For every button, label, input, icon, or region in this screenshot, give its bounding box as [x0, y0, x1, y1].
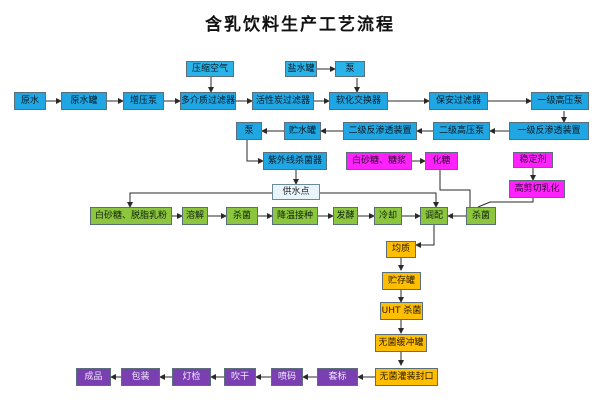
node-storage-tank: 贮水罐 — [284, 122, 321, 140]
node-uv-sterilizer: 紫外线杀菌器 — [263, 152, 327, 170]
node-aseptic-filling: 无菌灌装封口 — [375, 368, 438, 386]
node-secondary-hp-pump: 二级高压泵 — [433, 122, 490, 140]
node-primary-ro: 一级反渗透装置 — [509, 122, 589, 140]
node-high-shear-emulsify: 高剪切乳化 — [509, 180, 565, 198]
node-pump-brine: 泵 — [335, 61, 365, 77]
node-sugar-syrup: 白砂糖、糖浆 — [346, 152, 412, 170]
node-raw-water-tank: 原水罐 — [61, 92, 107, 110]
node-blend: 调配 — [420, 207, 448, 225]
node-multimedia-filter: 多介质过滤器 — [180, 92, 236, 110]
node-stabilizer: 稳定剂 — [513, 152, 553, 168]
node-inkjet-coding: 喷码 — [271, 368, 303, 386]
node-sterilize-2: 杀菌 — [466, 207, 496, 225]
node-security-filter: 保安过滤器 — [429, 92, 488, 110]
node-compressed-air: 压缩空气 — [186, 61, 234, 77]
node-supply-point: 供水点 — [272, 184, 320, 200]
node-softener: 软化交换器 — [329, 92, 388, 110]
node-dissolve: 溶解 — [182, 207, 208, 225]
node-sugar-dissolve: 化糖 — [425, 152, 458, 170]
node-carbon-filter: 活性炭过滤器 — [252, 92, 314, 110]
node-booster-pump: 增压泵 — [123, 92, 164, 110]
node-uht-sterilize: UHT 杀菌 — [380, 302, 423, 320]
node-cooling: 冷却 — [374, 207, 402, 225]
node-pump-water: 泵 — [236, 122, 262, 140]
node-blow-dry: 吹干 — [224, 368, 256, 386]
node-aseptic-buffer-tank: 无菌缓冲罐 — [375, 334, 427, 352]
node-homogenize: 均质 — [386, 241, 416, 258]
node-sugar-milk-powder: 白砂糖、脱脂乳粉 — [90, 207, 172, 225]
node-packaging: 包装 — [121, 368, 160, 386]
node-finished-product: 成品 — [76, 368, 111, 386]
node-storage-tank-2: 贮存罐 — [382, 272, 421, 290]
node-primary-hp-pump: 一级高压泵 — [531, 92, 589, 110]
node-raw-water: 原水 — [14, 92, 46, 110]
node-sleeving: 套标 — [317, 368, 358, 386]
node-brine-tank: 盐水罐 — [285, 61, 317, 77]
node-ferment: 发酵 — [333, 207, 358, 225]
node-secondary-ro: 二级反渗透装置 — [343, 122, 417, 140]
diagram-title: 含乳饮料生产工艺流程 — [205, 15, 395, 35]
node-sterilize-1: 杀菌 — [226, 207, 258, 225]
node-light-inspection: 灯检 — [172, 368, 211, 386]
node-cool-inoculate: 降温接种 — [272, 207, 318, 225]
